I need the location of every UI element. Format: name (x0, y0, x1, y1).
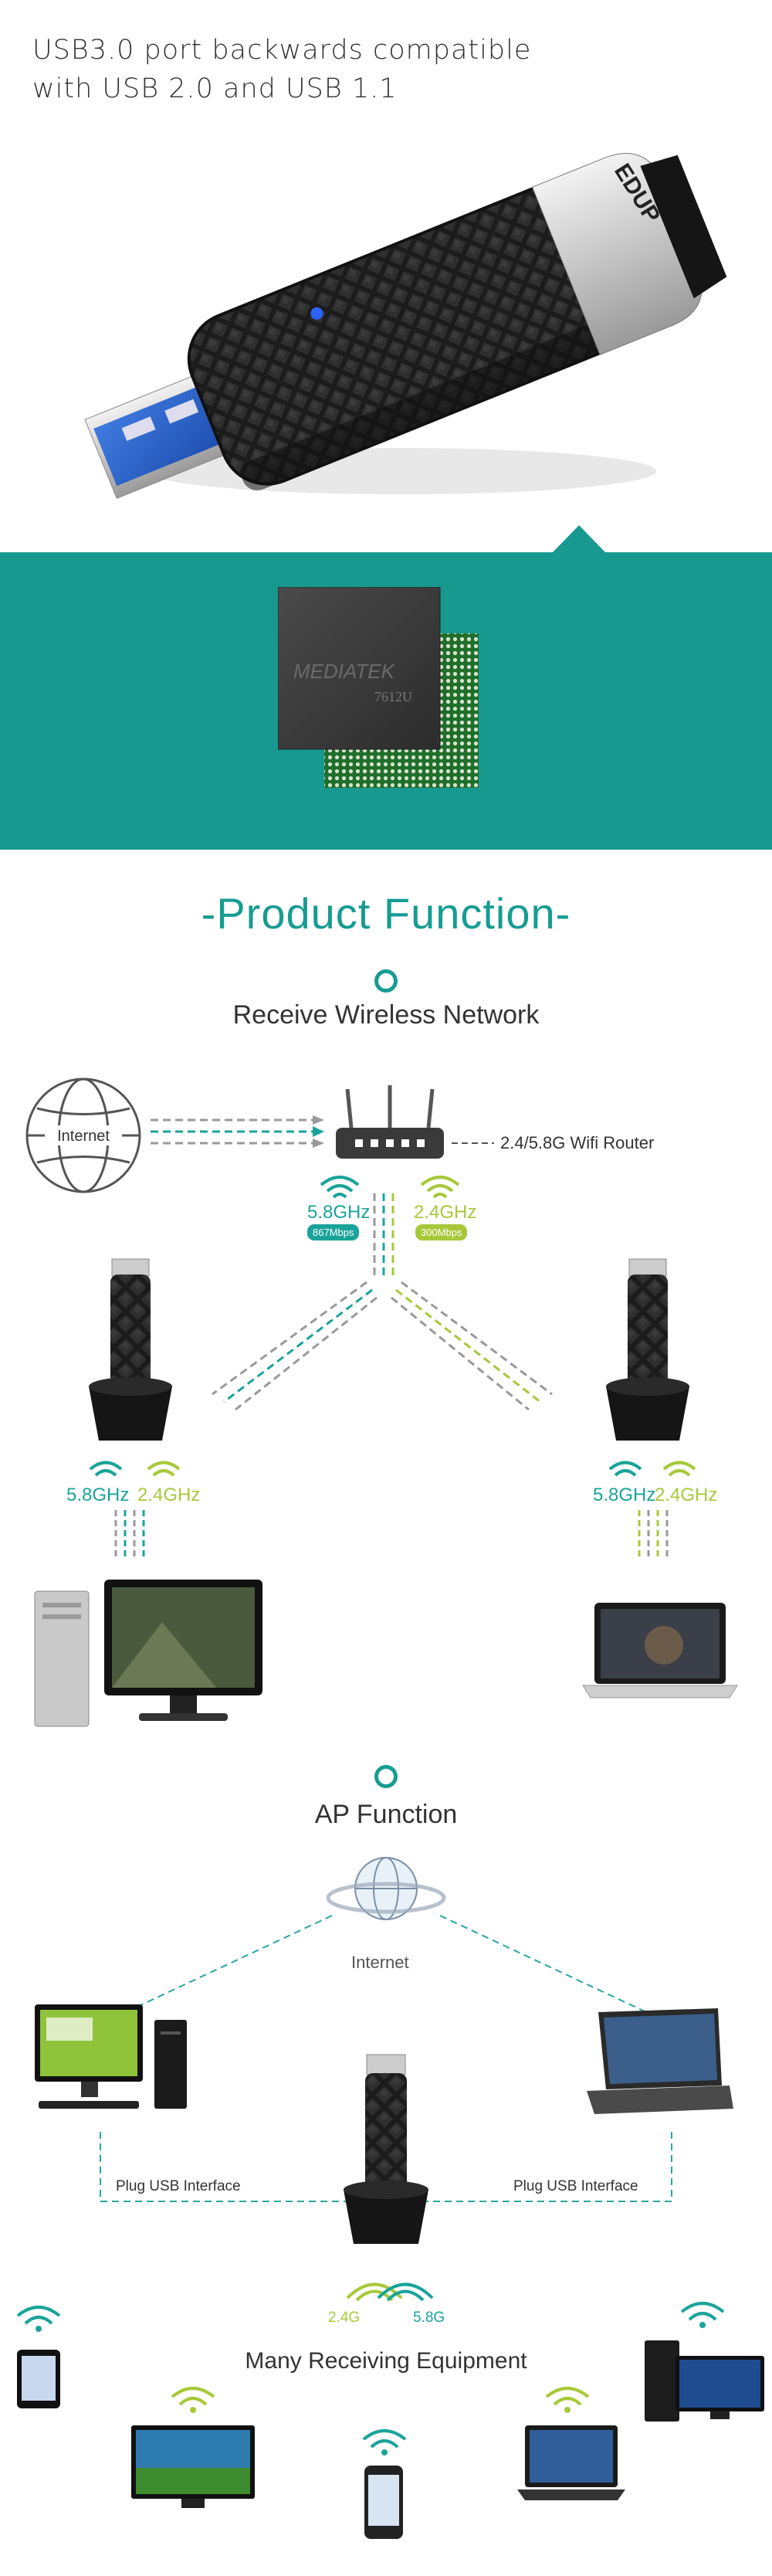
equipment-laptop-icon (517, 2425, 625, 2500)
laptop-wifi-icon (545, 2387, 590, 2413)
right-band-24: 2.4GHz (655, 1485, 718, 1505)
equipment-label: Many Receiving Equipment (245, 2348, 527, 2374)
product-function-title: -Product Function- (201, 889, 571, 938)
wifi-24-icon (420, 1176, 460, 1199)
section-marker-icon (374, 969, 398, 993)
router-label: 2.4/5.8G Wifi Router (500, 1133, 655, 1152)
ap-band-58: 5.8G (413, 2310, 445, 2326)
chip-brand: MEDIATEK (293, 660, 396, 683)
tablet-icon (17, 2350, 60, 2408)
hero-caption: USB3.0 port backwards compatible with US… (32, 31, 531, 108)
hero-caption-line1: USB3.0 port backwards compatible (32, 35, 532, 66)
laptop-icon (582, 1603, 738, 1699)
ap-usb-adapter (344, 2054, 428, 2244)
internet-label: Internet (57, 1128, 110, 1145)
tv-wifi-icon (171, 2387, 215, 2413)
left-wifi-24-icon (147, 1461, 181, 1477)
globe-icon: Internet (25, 1078, 141, 1193)
usb-adapter-illustration: EDUP (84, 153, 727, 499)
hero-caption-line2: with USB 2.0 and USB 1.1 (32, 73, 398, 104)
speed-24-badge: 300Mbps (415, 1224, 468, 1240)
internet-globe-icon (326, 1857, 446, 1920)
band-notch (552, 525, 606, 553)
left-down-arrows (114, 1510, 145, 1556)
usb-adapter-right (606, 1258, 689, 1441)
ap-internet-label: Internet (351, 1953, 409, 1972)
left-band-24: 2.4GHz (137, 1485, 201, 1505)
desktop-computer-icon (34, 1580, 262, 1727)
wifi-router-icon (336, 1085, 444, 1159)
receive-section-title: Receive Wireless Network (232, 1000, 540, 1030)
right-wifi-24-icon (662, 1461, 696, 1477)
plug-left-label: Plug USB Interface (116, 2178, 241, 2194)
ap-section-title: AP Function (314, 1800, 458, 1829)
right-wifi-58-icon (608, 1461, 642, 1477)
plug-right-label: Plug USB Interface (513, 2178, 638, 2194)
router-label-line (452, 1142, 494, 1144)
phone-wifi-icon (362, 2429, 407, 2456)
ap-section-marker-icon (374, 1765, 398, 1788)
chip-model: 7612U (374, 689, 412, 704)
phone-icon (364, 2466, 403, 2539)
mediatek-chip: MEDIATEK 7612U (278, 587, 479, 788)
router-band-58: 5.8GHz (307, 1202, 371, 1223)
signal-distribution-arrows (212, 1193, 553, 1411)
usb-adapter-left (89, 1258, 172, 1441)
speed-58-badge: 867Mbps (307, 1224, 360, 1240)
left-band-58: 5.8GHz (66, 1485, 130, 1505)
router-band-24: 2.4GHz (414, 1202, 477, 1223)
ap-desktop-icon (35, 2004, 187, 2109)
desktop-wifi-icon (680, 2302, 725, 2328)
tablet-wifi-icon (16, 2306, 61, 2332)
tv-icon (131, 2425, 255, 2508)
ap-wifi-icon (346, 2282, 434, 2302)
right-down-arrows (638, 1510, 669, 1556)
right-band-58: 5.8GHz (593, 1485, 656, 1505)
equipment-desktop-icon (645, 2340, 764, 2422)
internet-router-arrows (151, 1115, 324, 1148)
wifi-58-icon (320, 1176, 360, 1199)
ap-usb-links (100, 2132, 672, 2202)
ap-band-24: 2.4G (328, 2310, 361, 2326)
ap-laptop-icon (587, 2008, 733, 2114)
left-wifi-58-icon (89, 1461, 123, 1477)
